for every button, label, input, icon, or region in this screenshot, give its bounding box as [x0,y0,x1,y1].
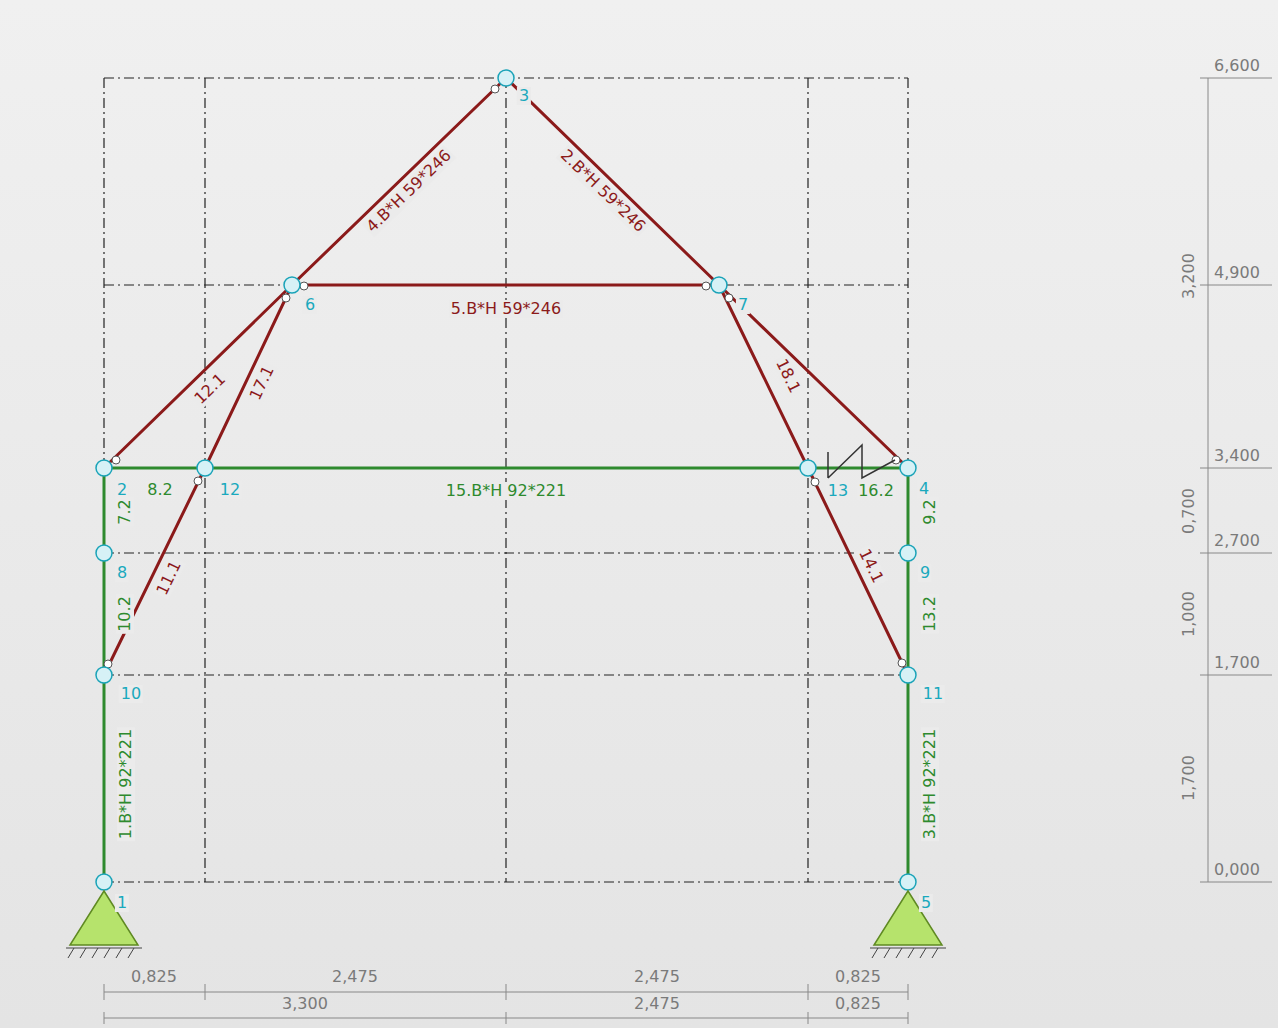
member-label: 7.2 [116,497,134,526]
member-label: 12.1 [189,369,230,409]
member-label: 13.2 [921,594,939,634]
member-label: 18.1 [771,354,805,398]
member-label: 9.2 [921,497,939,526]
joint-number: 9 [918,564,932,582]
span-dimension: 1,700 [1180,753,1198,803]
member-label: 15.B*H 92*221 [444,482,568,500]
joint-number: 12 [218,481,242,499]
member-label: 5.B*H 59*246 [449,300,563,318]
member-label: 14.1 [854,544,888,588]
support-symbols [66,891,946,958]
joint-number: 3 [517,87,531,105]
grid-lines [104,78,908,882]
member-label: 2.B*H 59*246 [556,145,651,237]
member-label: 1.B*H 92*221 [117,727,135,841]
level-dimension: 1,700 [1212,654,1262,672]
timber-members [104,78,908,675]
level-dimension: 2,700 [1212,532,1262,550]
release-symbol [828,445,895,478]
span-dimension: 3,200 [1180,251,1198,301]
joint-number: 4 [917,480,931,498]
span-dimension: 0,825 [833,968,883,986]
span-dimension: 0,825 [129,968,179,986]
span-dimension: 0,700 [1180,486,1198,536]
span-dimension: 2,475 [632,995,682,1013]
joint-number: 7 [736,296,750,314]
member-label: 3.B*H 92*221 [921,727,939,841]
level-dimension: 0,000 [1212,861,1262,879]
joint-number: 13 [826,482,850,500]
hinge-marks [104,85,906,668]
dimension-lines [104,78,1272,1024]
joint-number: 1 [115,894,129,912]
member-label: 17.1 [245,361,278,405]
level-dimension: 4,900 [1212,264,1262,282]
steel-members [104,468,908,882]
span-dimension: 1,000 [1180,589,1198,639]
span-dimension: 0,825 [833,995,883,1013]
joint-number: 5 [919,894,933,912]
member-label: 8.2 [145,481,174,499]
joint-number: 6 [303,296,317,314]
joint-number: 8 [115,564,129,582]
member-label: 11.1 [152,556,186,600]
level-dimension: 6,600 [1212,57,1262,75]
member-label: 4.B*H 59*246 [362,145,457,237]
member-label: 16.2 [856,482,896,500]
span-dimension: 3,300 [280,995,330,1013]
joint-number: 11 [921,685,945,703]
span-dimension: 2,475 [330,968,380,986]
member-label: 10.2 [116,594,134,634]
joint-number: 10 [119,685,143,703]
span-dimension: 2,475 [632,968,682,986]
joint-circles [96,70,916,890]
level-dimension: 3,400 [1212,447,1262,465]
